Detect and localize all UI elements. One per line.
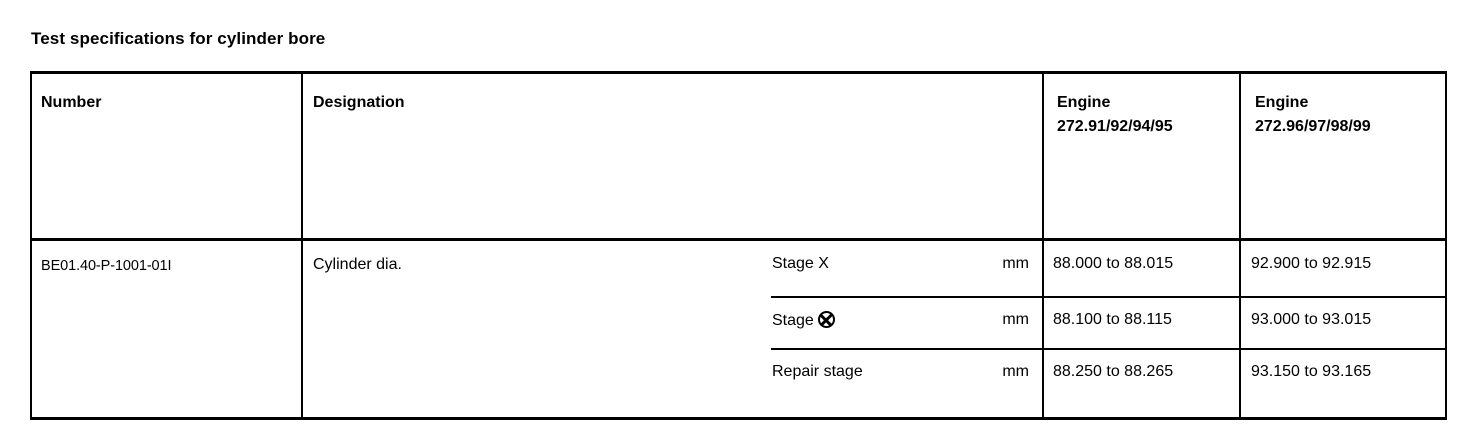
cell-engine-1-value-3: 88.250 to 88.265: [1053, 363, 1174, 380]
cell-stage-label-1: Stage X: [772, 255, 829, 272]
cell-stage-label-2-text: Stage: [772, 312, 814, 329]
cell-engine-1-value-2: 88.100 to 88.115: [1053, 311, 1172, 328]
table-border-bottom: [30, 417, 1447, 420]
table-header-separator: [30, 238, 1447, 241]
column-header-engine-1-line2: 272.91/92/94/95: [1057, 118, 1173, 135]
table-border-right: [1445, 71, 1447, 420]
cell-engine-1-value-1: 88.000 to 88.015: [1053, 255, 1174, 272]
subrow-separator-1: [771, 296, 1445, 298]
table-border-left: [30, 71, 32, 420]
cell-engine-2-value-2: 93.000 to 93.015: [1251, 311, 1372, 328]
table-column-divider-engine-1: [1042, 71, 1044, 420]
cell-engine-2-value-3: 93.150 to 93.165: [1251, 363, 1372, 380]
cell-engine-2-value-1: 92.900 to 92.915: [1251, 255, 1372, 272]
column-header-engine-1-line1: Engine: [1057, 94, 1111, 111]
column-header-designation: Designation: [313, 94, 405, 111]
column-header-engine-2-line2: 272.96/97/98/99: [1255, 118, 1371, 135]
cell-number: BE01.40-P-1001-01I: [41, 258, 172, 274]
subrow-separator-2: [771, 348, 1445, 350]
column-header-engine-1: Engine 272.91/92/94/95: [1057, 91, 1173, 139]
cell-stage-label-2: Stage: [772, 311, 835, 330]
cell-designation: Cylinder dia.: [313, 256, 402, 273]
page-title: Test specifications for cylinder bore: [31, 29, 326, 48]
column-header-engine-2-line1: Engine: [1255, 94, 1309, 111]
cell-stage-label-3: Repair stage: [772, 363, 863, 380]
table-border-top: [30, 71, 1447, 74]
column-header-engine-2: Engine 272.96/97/98/99: [1255, 91, 1371, 139]
cell-unit-3: mm: [1002, 363, 1029, 380]
table-column-divider-number: [301, 71, 303, 420]
circled-x-icon: [817, 311, 835, 328]
column-header-number: Number: [41, 94, 102, 111]
cell-unit-1: mm: [1002, 255, 1029, 272]
table-column-divider-engine-2: [1239, 71, 1241, 420]
cell-unit-2: mm: [1002, 311, 1029, 328]
